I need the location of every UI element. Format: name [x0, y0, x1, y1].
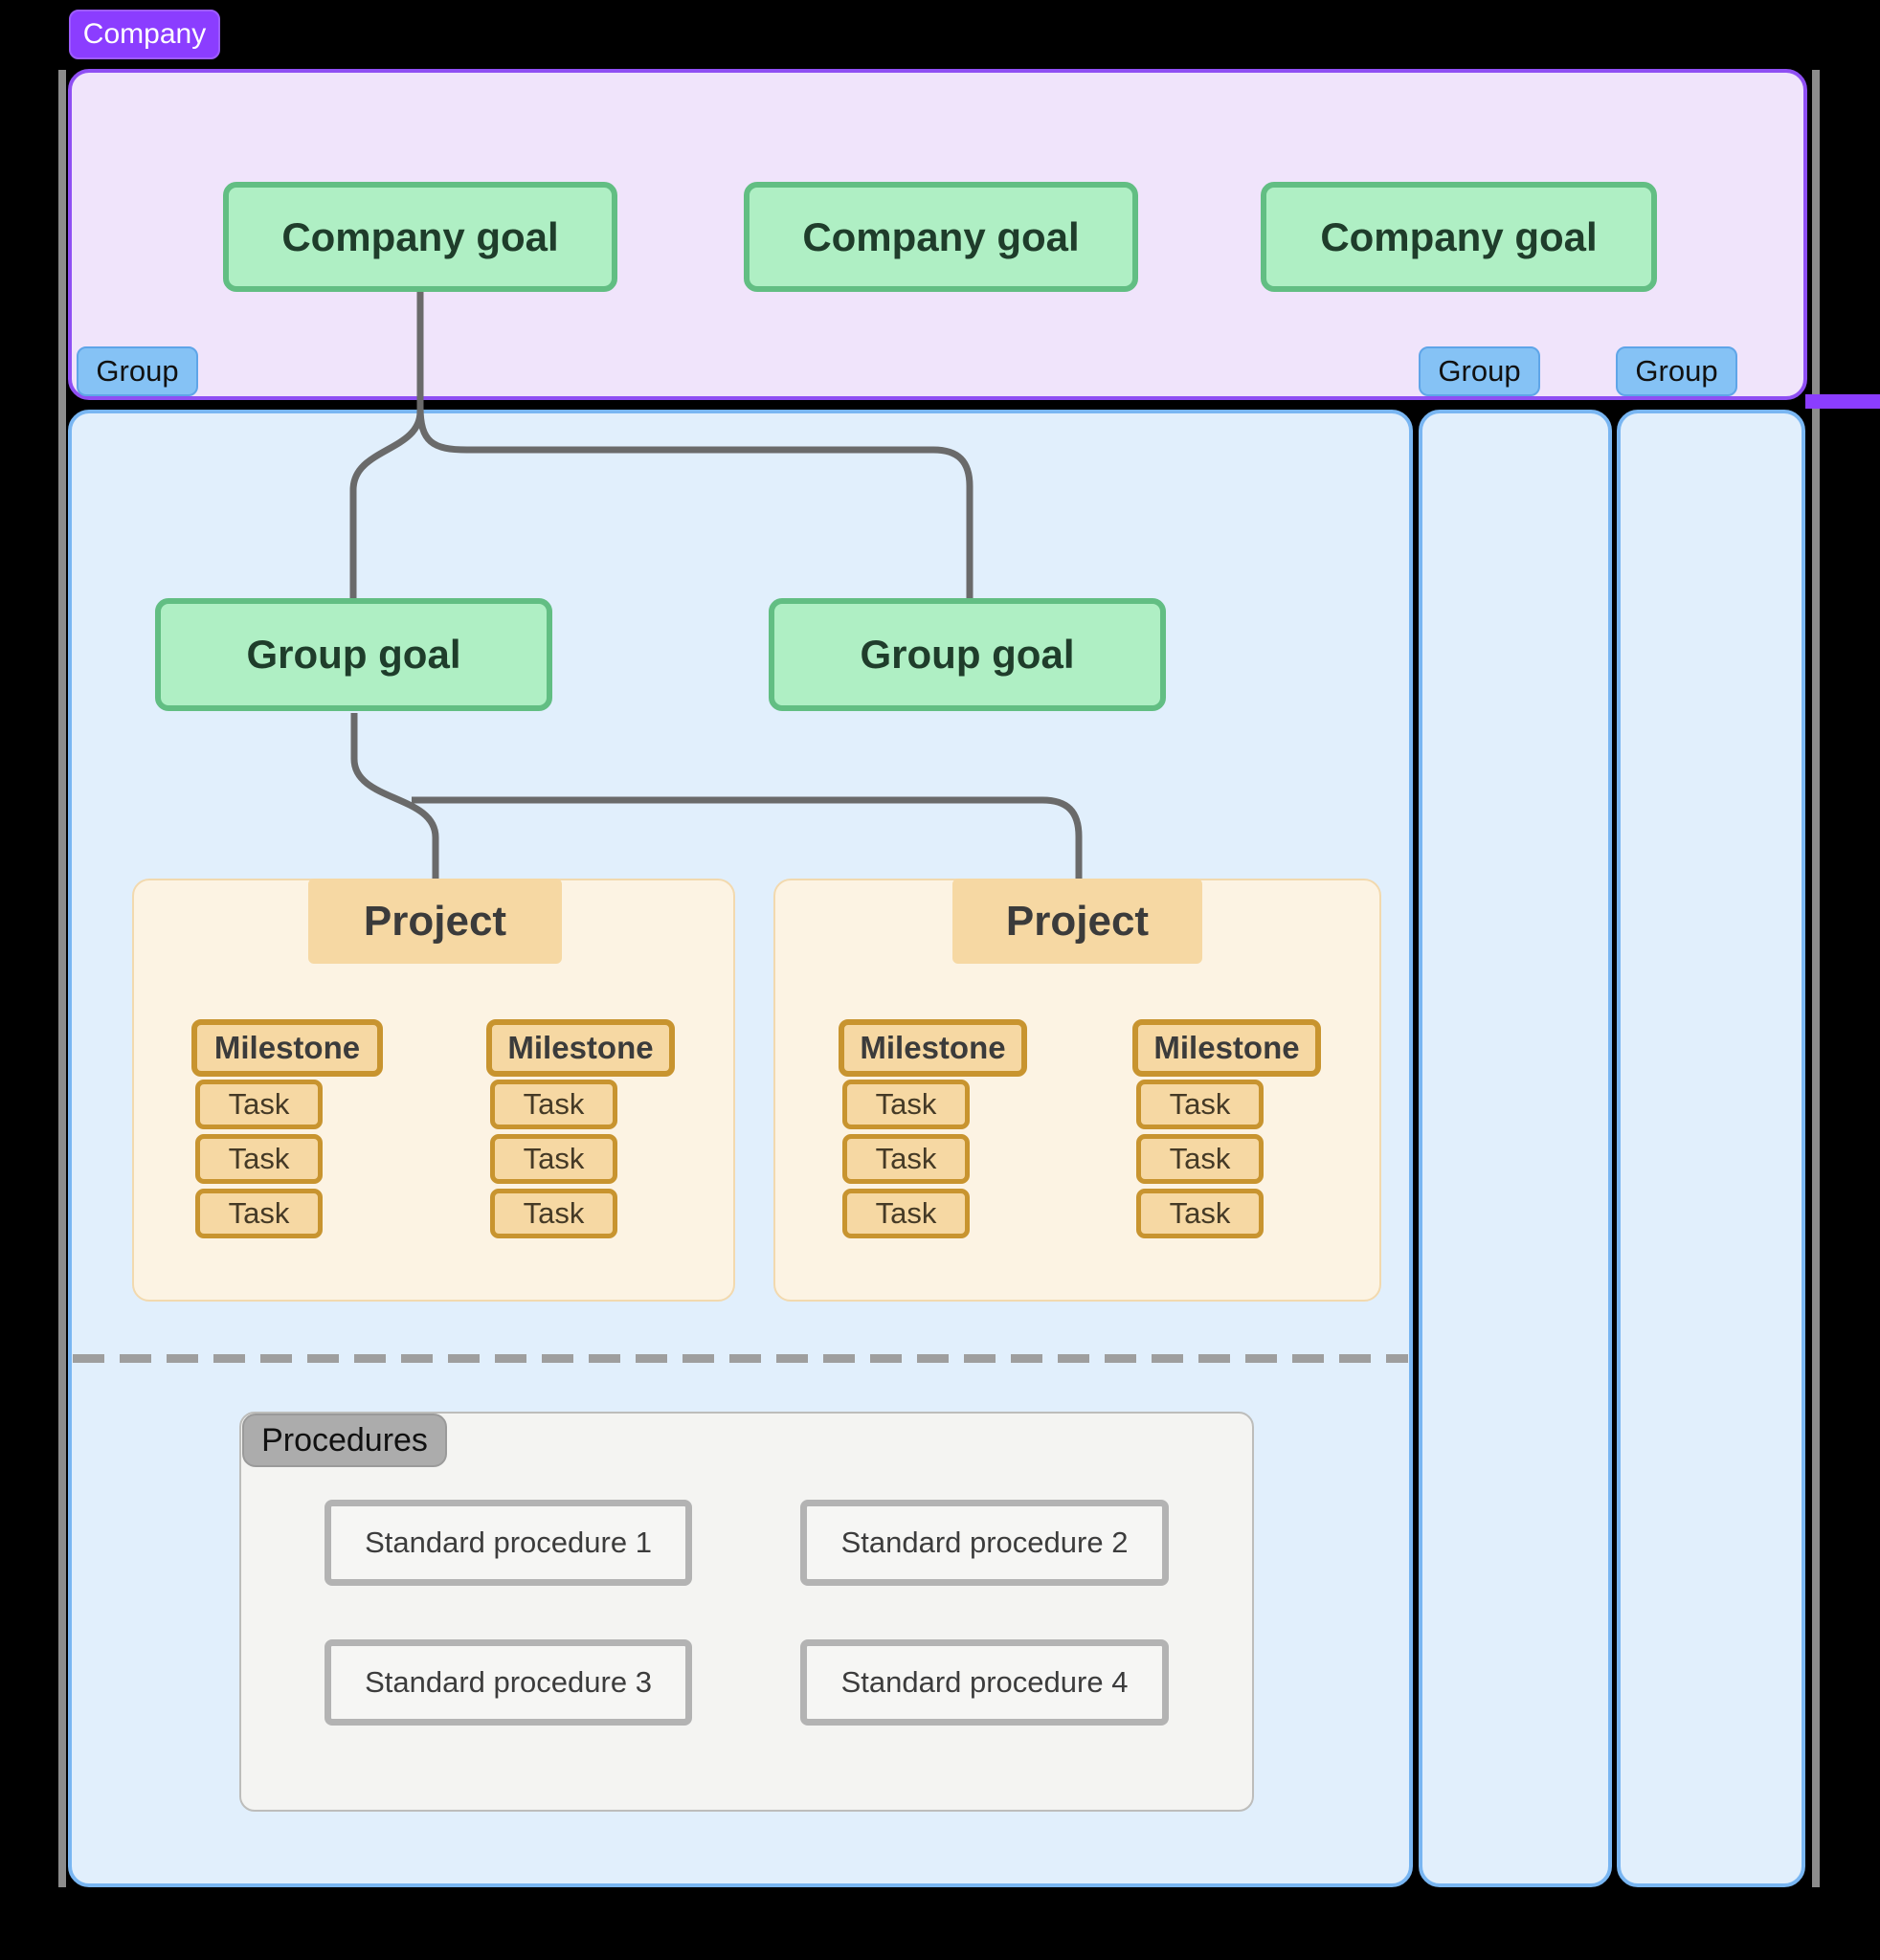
project2-milestone1-task-1: Task [842, 1080, 970, 1129]
company-badge: Company [69, 10, 220, 59]
standard-procedure-2-label: Standard procedure 2 [840, 1526, 1129, 1559]
company-goal-3: Company goal [1261, 182, 1657, 292]
group-container-2 [1419, 410, 1612, 1887]
project-1-label: Project [363, 897, 507, 945]
company-goal-3-label: Company goal [1320, 213, 1598, 259]
task-label: Task [228, 1087, 290, 1121]
left-edge-line [58, 70, 66, 1887]
milestone-label: Milestone [507, 1030, 654, 1065]
company-goal-2: Company goal [744, 182, 1138, 292]
company-goal-2-label: Company goal [802, 213, 1080, 259]
standard-procedure-2: Standard procedure 2 [800, 1500, 1169, 1586]
milestone-label: Milestone [860, 1030, 1006, 1065]
standard-procedure-3-label: Standard procedure 3 [365, 1665, 652, 1699]
standard-procedure-1-label: Standard procedure 1 [365, 1526, 652, 1559]
task-label: Task [875, 1087, 937, 1121]
group-badge-1: Group [77, 346, 198, 396]
project2-milestone1-task-2: Task [842, 1134, 970, 1184]
procedures-container [239, 1412, 1254, 1812]
task-label: Task [523, 1196, 585, 1230]
task-label: Task [523, 1142, 585, 1175]
project-badge-2: Project [952, 879, 1202, 964]
group-badge-1-label: Group [96, 354, 179, 388]
group-goal-1-label: Group goal [246, 632, 461, 677]
standard-procedure-3: Standard procedure 3 [325, 1639, 692, 1726]
group-badge-3: Group [1616, 346, 1737, 396]
group-badge-3-label: Group [1635, 354, 1718, 388]
project1-milestone-1: Milestone [191, 1019, 383, 1077]
project1-milestone-2: Milestone [486, 1019, 675, 1077]
project1-milestone2-task-1: Task [490, 1080, 617, 1129]
company-badge-label: Company [82, 18, 207, 50]
right-edge-line [1812, 70, 1820, 1887]
standard-procedure-4-label: Standard procedure 4 [840, 1665, 1129, 1699]
milestone-label: Milestone [213, 1030, 361, 1065]
group-badge-2-label: Group [1438, 354, 1521, 388]
company-goal-1: Company goal [223, 182, 617, 292]
group-goal-1: Group goal [155, 598, 552, 711]
task-label: Task [523, 1087, 585, 1121]
purple-edge-tick [1805, 394, 1880, 409]
project2-milestone-1: Milestone [839, 1019, 1027, 1077]
milestone-label: Milestone [1153, 1030, 1300, 1065]
project1-milestone1-task-3: Task [195, 1189, 323, 1238]
procedures-badge: Procedures [242, 1414, 447, 1467]
company-goal-1-label: Company goal [281, 213, 559, 259]
standard-procedure-1: Standard procedure 1 [325, 1500, 692, 1586]
task-label: Task [1169, 1087, 1231, 1121]
project-2-label: Project [1005, 897, 1150, 945]
group-goal-2: Group goal [769, 598, 1166, 711]
project1-milestone2-task-2: Task [490, 1134, 617, 1184]
task-label: Task [1169, 1142, 1231, 1175]
project2-milestone2-task-2: Task [1136, 1134, 1264, 1184]
project2-milestone1-task-3: Task [842, 1189, 970, 1238]
task-label: Task [875, 1196, 937, 1230]
project2-milestone-2: Milestone [1132, 1019, 1321, 1077]
project2-milestone2-task-1: Task [1136, 1080, 1264, 1129]
project1-milestone2-task-3: Task [490, 1189, 617, 1238]
project1-milestone1-task-1: Task [195, 1080, 323, 1129]
project-badge-1: Project [308, 879, 562, 964]
project1-milestone1-task-2: Task [195, 1134, 323, 1184]
task-label: Task [228, 1196, 290, 1230]
standard-procedure-4: Standard procedure 4 [800, 1639, 1169, 1726]
dashed-separator [73, 1354, 1408, 1363]
group-container-3 [1617, 410, 1805, 1887]
group-goal-2-label: Group goal [860, 632, 1075, 677]
procedures-badge-label: Procedures [261, 1421, 428, 1459]
task-label: Task [875, 1142, 937, 1175]
task-label: Task [1169, 1196, 1231, 1230]
group-badge-2: Group [1419, 346, 1540, 396]
task-label: Task [228, 1142, 290, 1175]
project2-milestone2-task-3: Task [1136, 1189, 1264, 1238]
